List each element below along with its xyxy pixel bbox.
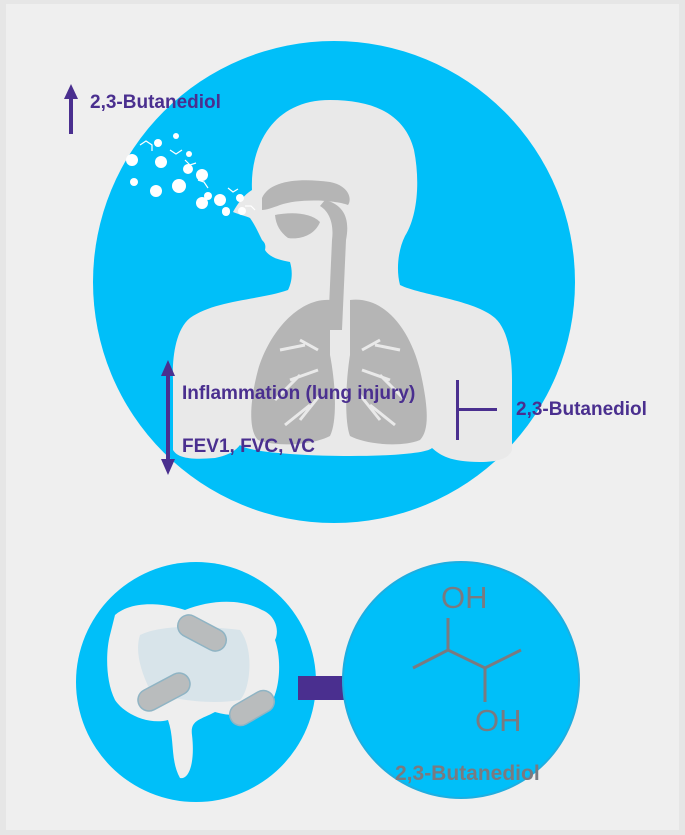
- lungs-icon: [251, 299, 427, 445]
- inhibitor-label: 2,3-Butanediol: [516, 399, 647, 420]
- airway-icon: [262, 180, 350, 330]
- intestine-with-bacteria-icon: [107, 601, 280, 779]
- up-down-arrow-icon: [161, 360, 175, 475]
- exhaled-molecules-icon: [126, 133, 256, 216]
- exhaled-butanediol-label: 2,3-Butanediol: [90, 92, 221, 113]
- butanediol-structure-icon: [412, 618, 522, 702]
- inhibition-bar-icon: [456, 380, 497, 440]
- molecule-name-label: 2,3-Butanediol: [395, 762, 540, 785]
- hydroxyl-bottom-label: OH: [475, 703, 522, 738]
- lung-function-label: FEV1, FVC, VC: [182, 436, 316, 457]
- molecule-circle: [342, 561, 580, 799]
- increase-arrow-icon: [64, 84, 78, 134]
- hydroxyl-top-label: OH: [441, 580, 488, 615]
- inflammation-label: Inflammation (lung injury): [182, 383, 416, 404]
